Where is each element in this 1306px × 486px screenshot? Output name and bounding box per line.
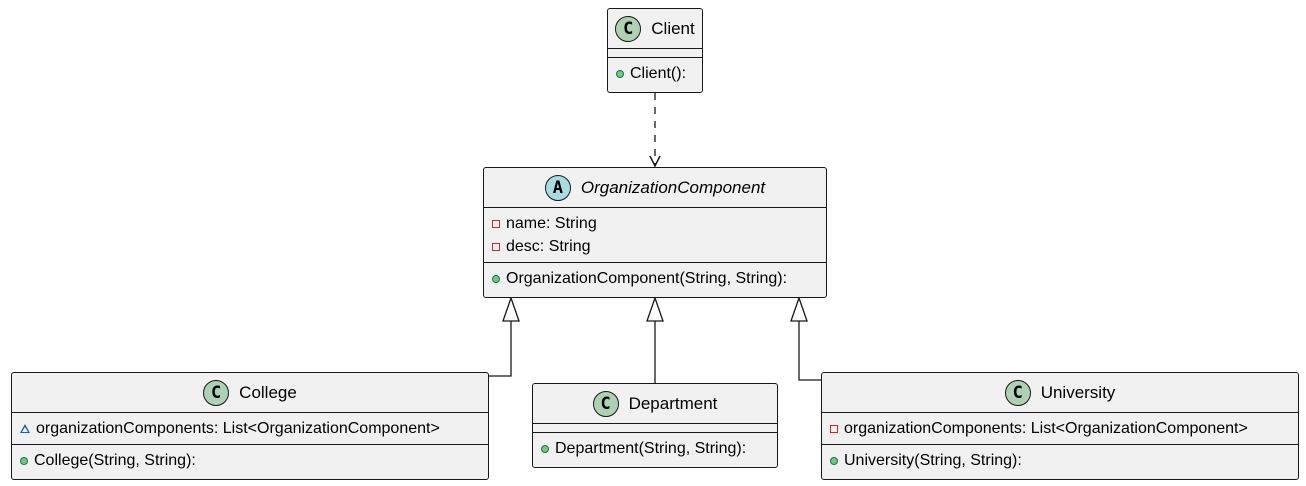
methods-section: Department(String, String): xyxy=(533,433,777,464)
fields-section: organizationComponents: List<Organizatio… xyxy=(12,413,488,445)
class-header: C University xyxy=(822,373,1298,413)
class-header: C College xyxy=(12,373,488,413)
class-name: University xyxy=(1040,382,1116,402)
method-row: Client(): xyxy=(616,62,702,85)
method-row: College(String, String): xyxy=(20,449,488,472)
class-name: Department xyxy=(628,393,718,413)
public-visibility-icon xyxy=(20,456,28,465)
fields-section xyxy=(533,424,777,433)
field-row: desc: String xyxy=(492,235,826,258)
class-stereotype-icon: C xyxy=(1004,379,1031,406)
method-text: Department(String, String): xyxy=(555,439,747,457)
public-visibility-icon xyxy=(541,444,549,453)
method-text: Client(): xyxy=(630,64,687,82)
edge-college-generalization xyxy=(488,321,512,377)
generalization-arrowhead-university xyxy=(790,296,808,322)
private-visibility-icon xyxy=(492,219,500,228)
class-name: Client xyxy=(651,18,695,38)
methods-section: Client(): xyxy=(608,58,702,89)
private-visibility-icon xyxy=(830,424,838,433)
field-row: organizationComponents: List<Organizatio… xyxy=(830,417,1298,440)
fields-section: name: String desc: String xyxy=(484,208,826,263)
class-organization-component: A OrganizationComponent name: String des… xyxy=(483,167,827,298)
method-text: OrganizationComponent(String, String): xyxy=(506,269,788,287)
class-client: C Client Client(): xyxy=(607,8,703,93)
class-university: C University organizationComponents: Lis… xyxy=(821,372,1299,480)
public-visibility-icon xyxy=(830,456,838,465)
field-text: name: String xyxy=(506,214,597,232)
methods-section: OrganizationComponent(String, String): xyxy=(484,263,826,294)
class-college: C College organizationComponents: List<O… xyxy=(11,372,489,480)
public-visibility-icon xyxy=(616,69,624,78)
methods-section: College(String, String): xyxy=(12,445,488,476)
generalization-arrowhead-college xyxy=(502,296,520,322)
class-name: College xyxy=(239,382,297,402)
method-text: University(String, String): xyxy=(844,451,1022,469)
class-stereotype-icon: C xyxy=(592,390,619,417)
field-text: desc: String xyxy=(506,237,591,255)
method-row: OrganizationComponent(String, String): xyxy=(492,267,826,290)
class-department: C Department Department(String, String): xyxy=(532,383,778,468)
method-row: Department(String, String): xyxy=(541,437,777,460)
field-row: organizationComponents: List<Organizatio… xyxy=(20,417,488,440)
edge-university-generalization xyxy=(798,321,822,381)
field-text: organizationComponents: List<Organizatio… xyxy=(36,419,440,437)
method-row: University(String, String): xyxy=(830,449,1298,472)
class-stereotype-icon: C xyxy=(203,379,230,406)
fields-section: organizationComponents: List<Organizatio… xyxy=(822,413,1298,445)
class-stereotype-icon: C xyxy=(615,15,642,42)
abstract-stereotype-icon: A xyxy=(544,174,571,201)
private-visibility-icon xyxy=(492,242,500,251)
field-text: organizationComponents: List<Organizatio… xyxy=(844,419,1248,437)
method-text: College(String, String): xyxy=(34,451,196,469)
methods-section: University(String, String): xyxy=(822,445,1298,476)
generalization-arrowhead-department xyxy=(646,296,664,322)
class-name: OrganizationComponent xyxy=(580,177,766,197)
fields-section xyxy=(608,49,702,58)
package-visibility-icon xyxy=(20,424,30,433)
field-row: name: String xyxy=(492,212,826,235)
class-header: C Department xyxy=(533,384,777,424)
class-header: C Client xyxy=(608,9,702,49)
class-header: A OrganizationComponent xyxy=(484,168,826,208)
public-visibility-icon xyxy=(492,274,500,283)
